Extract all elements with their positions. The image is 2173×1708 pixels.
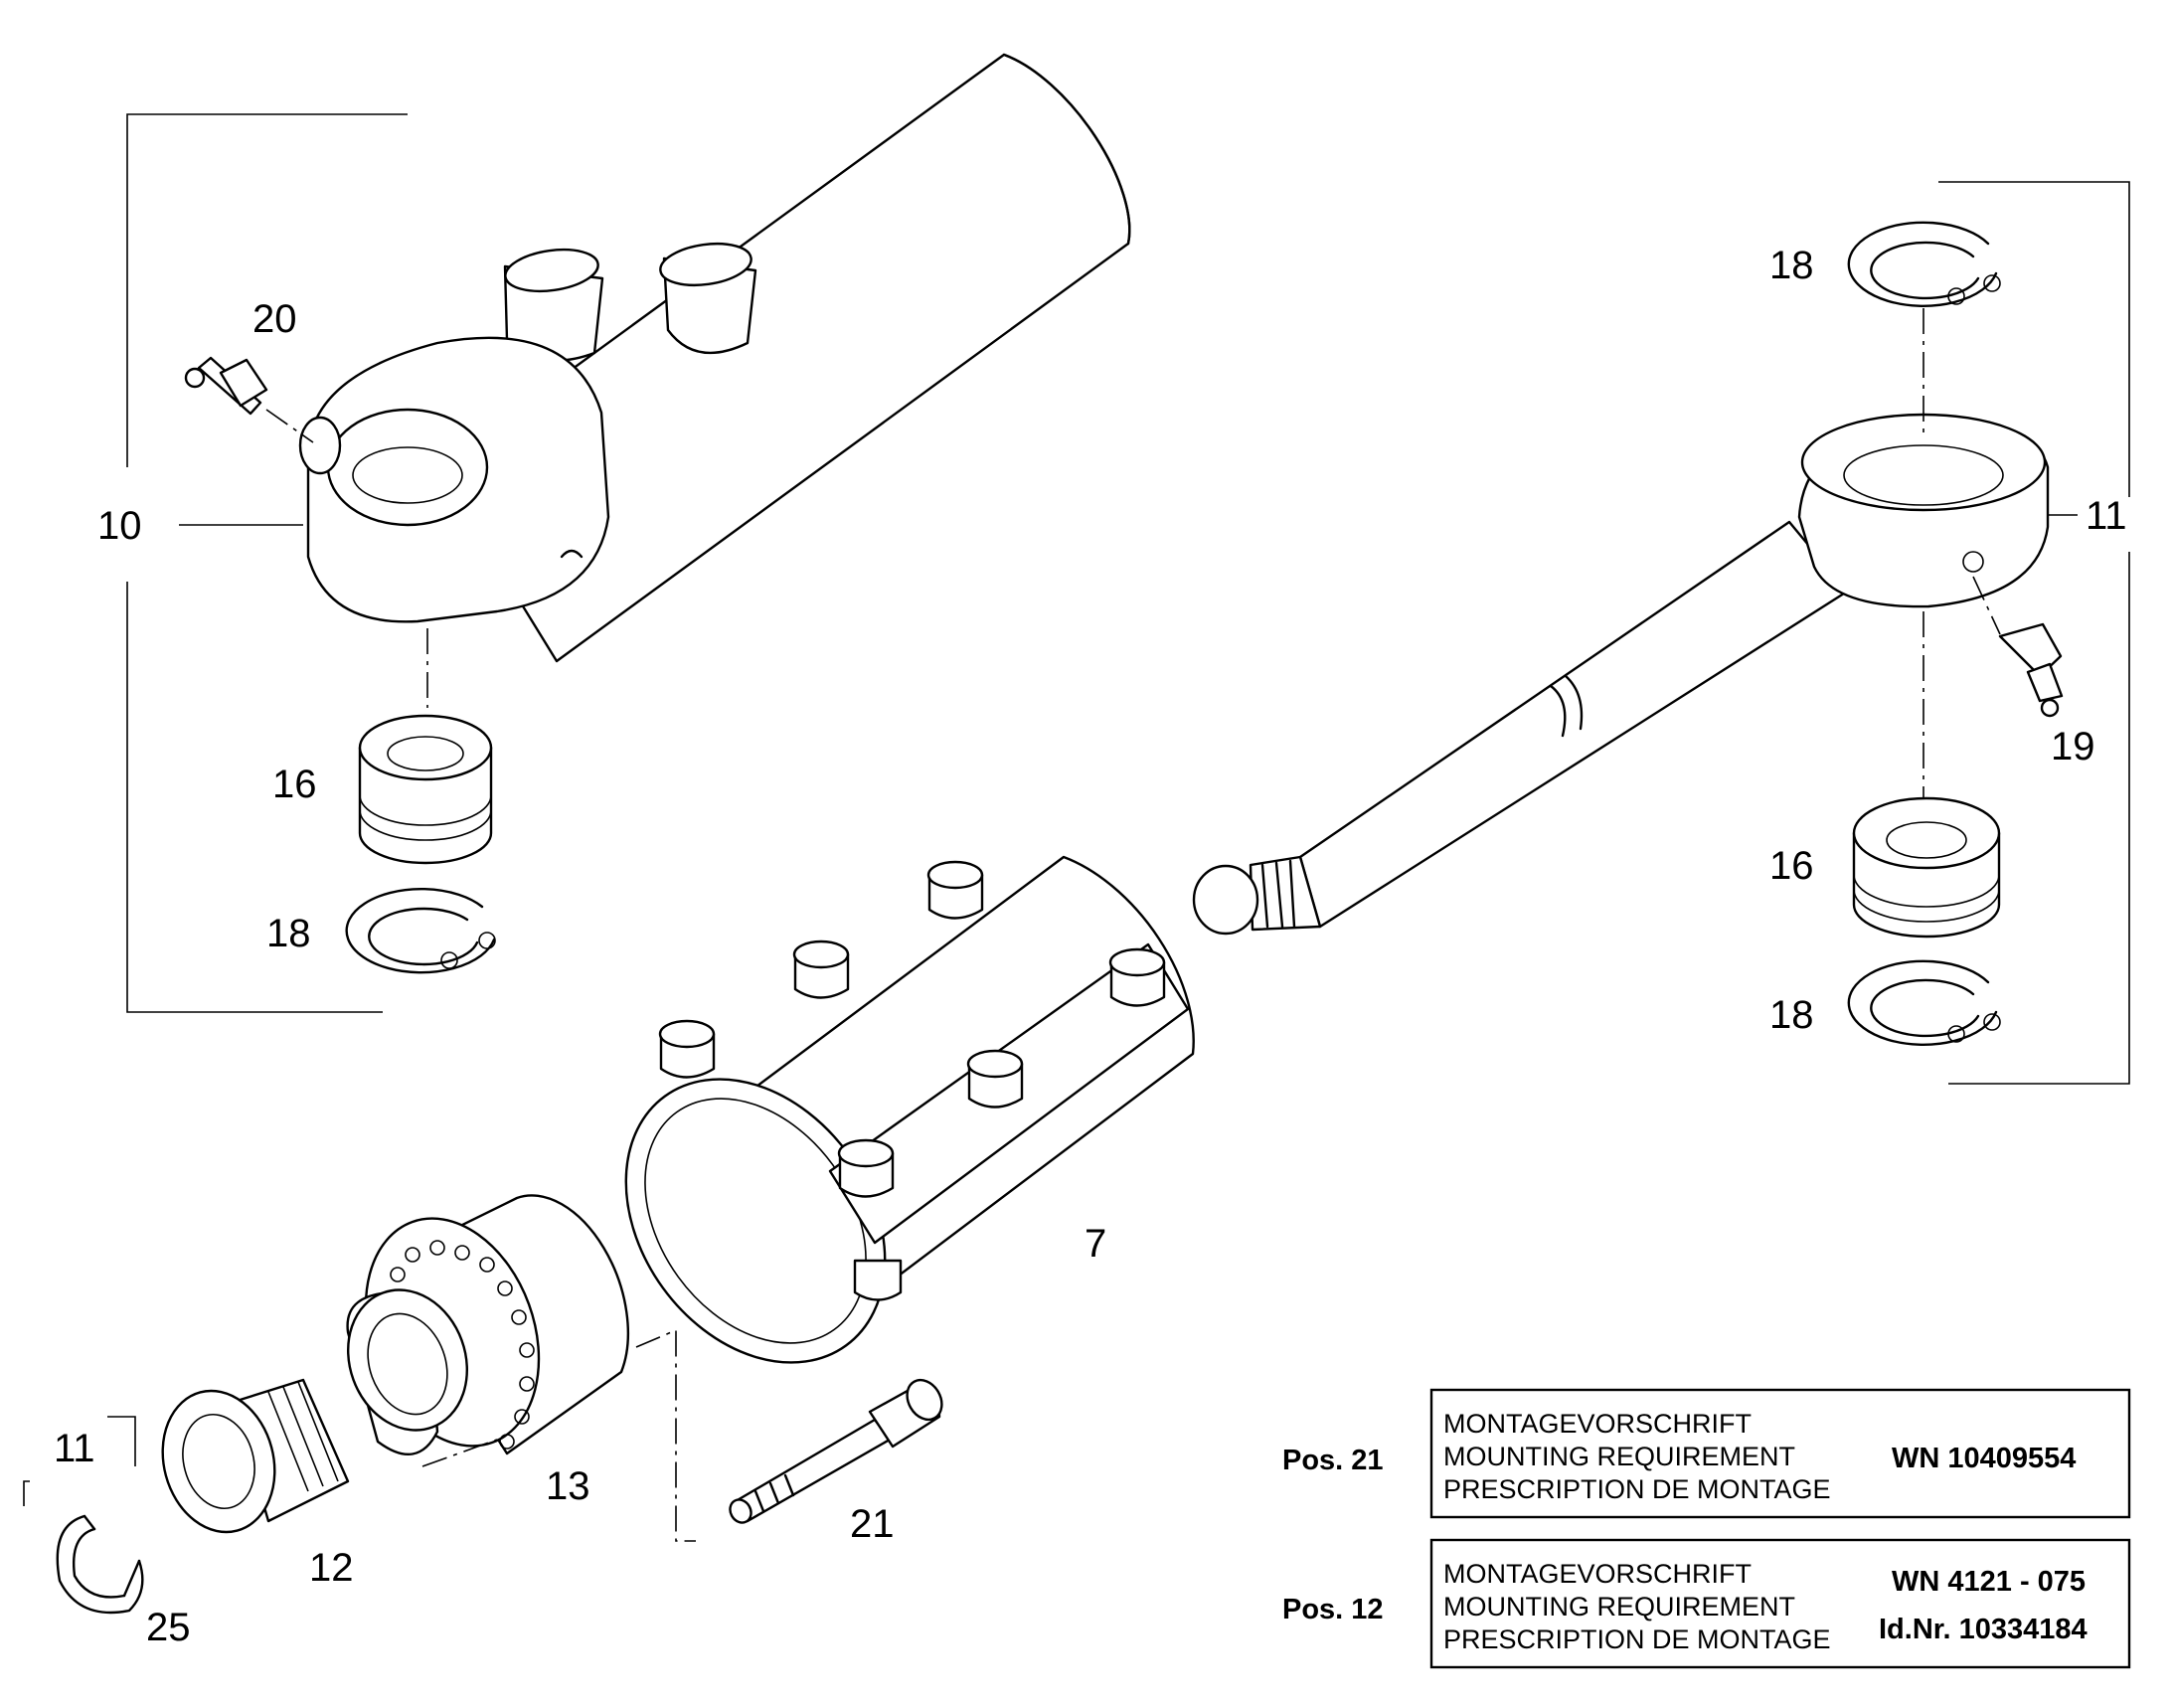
lock-nut-12 bbox=[161, 1378, 350, 1534]
mounting-note-pos-12: Pos. 12 MONTAGEVORSCHRIFT MOUNTING REQUI… bbox=[1282, 1538, 2131, 1669]
label-11-left: 11 bbox=[54, 1427, 95, 1470]
snap-ring-18-right-top bbox=[1847, 221, 2001, 307]
note-line-fr: PRESCRIPTION DE MONTAGE bbox=[1443, 1624, 1831, 1654]
label-16-left: 16 bbox=[272, 763, 317, 806]
label-18-left: 18 bbox=[266, 912, 311, 955]
label-7: 7 bbox=[1085, 1222, 1106, 1266]
clamp-bolt bbox=[658, 860, 1166, 1301]
bracket-group-11-small bbox=[23, 1416, 136, 1506]
position-labels: 20 10 16 18 18 11 19 16 18 7 13 21 11 12… bbox=[54, 244, 2127, 1649]
cylinder-tube bbox=[298, 53, 1131, 663]
label-18-right-bottom: 18 bbox=[1769, 993, 1814, 1037]
note-pos-label: Pos. 12 bbox=[1282, 1594, 1384, 1625]
label-13: 13 bbox=[546, 1464, 590, 1508]
note-line-de: MONTAGEVORSCHRIFT bbox=[1443, 1559, 1752, 1589]
lube-nipple-20 bbox=[184, 356, 314, 443]
spherical-bearing-16-right bbox=[1852, 796, 2001, 939]
note-line-en: MOUNTING REQUIREMENT bbox=[1443, 1592, 1795, 1622]
snap-ring-18-right-bottom bbox=[1847, 959, 2001, 1046]
bracket-group-10 bbox=[126, 113, 408, 1013]
label-11-right: 11 bbox=[2086, 494, 2127, 538]
label-21: 21 bbox=[850, 1502, 895, 1546]
clamp-sleeve-7 bbox=[624, 855, 1195, 1364]
lube-nipple-19 bbox=[1972, 576, 2064, 718]
note-ref-wn: WN 10409554 bbox=[1892, 1443, 2076, 1474]
note-line-en: MOUNTING REQUIREMENT bbox=[1443, 1442, 1795, 1471]
piston-bolt-holes bbox=[390, 1240, 535, 1450]
piston-13 bbox=[346, 1194, 696, 1542]
note-ref-wn: WN 4121 - 075 bbox=[1892, 1566, 2086, 1598]
snap-ring-18-left bbox=[345, 887, 496, 974]
piston-rod bbox=[1192, 413, 2050, 936]
snap-ring-25 bbox=[56, 1514, 144, 1615]
label-19: 19 bbox=[2051, 725, 2095, 769]
label-20: 20 bbox=[252, 297, 297, 341]
label-25: 25 bbox=[146, 1606, 191, 1649]
note-ref-idnr: Id.Nr. 10334184 bbox=[1879, 1614, 2088, 1645]
mounting-note-pos-21: Pos. 21 MONTAGEVORSCHRIFT MOUNTING REQUI… bbox=[1282, 1388, 2131, 1519]
label-16-right: 16 bbox=[1769, 844, 1814, 888]
spherical-bearing-16-left bbox=[358, 714, 493, 865]
note-line-de: MONTAGEVORSCHRIFT bbox=[1443, 1409, 1752, 1439]
label-12: 12 bbox=[309, 1546, 354, 1590]
label-10: 10 bbox=[97, 504, 142, 548]
note-line-fr: PRESCRIPTION DE MONTAGE bbox=[1443, 1474, 1831, 1504]
note-pos-label: Pos. 21 bbox=[1282, 1445, 1384, 1476]
socket-screw-21 bbox=[729, 1378, 943, 1524]
label-18-right-top: 18 bbox=[1769, 244, 1814, 287]
